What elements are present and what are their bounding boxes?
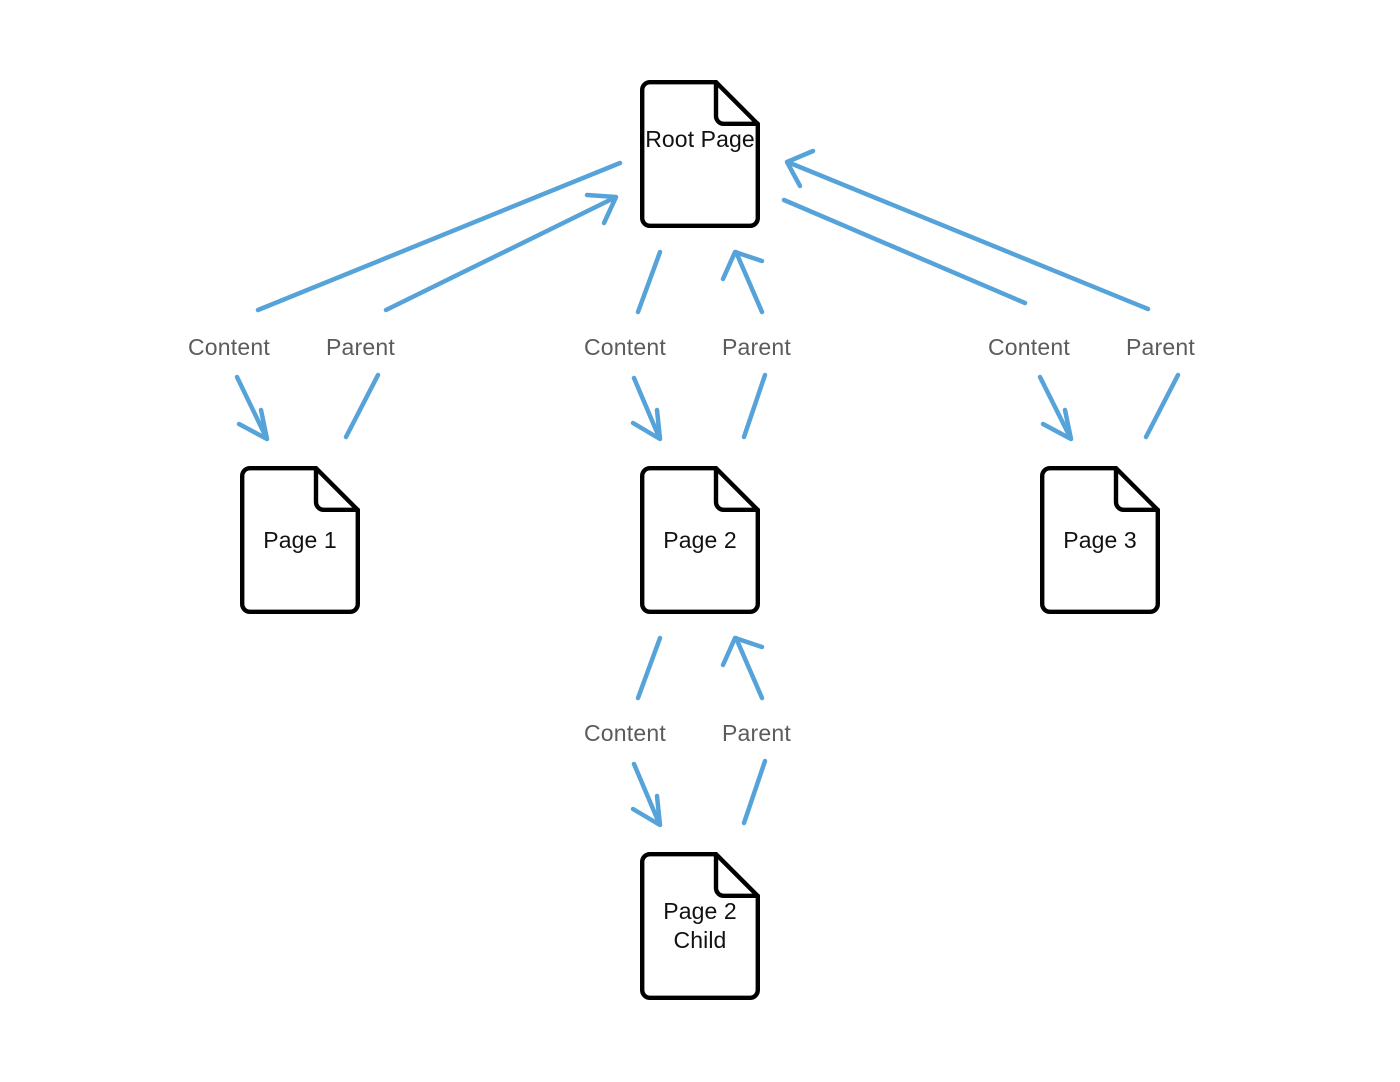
page-document-icon [240, 466, 360, 614]
edge-page2-parent-root [720, 249, 768, 440]
edge-page1-parent-root [343, 192, 619, 440]
edge-page2-content-page2child [630, 635, 663, 828]
edge-page2child-parent-page2 [720, 635, 768, 826]
node-page-1[interactable]: Page 1 [240, 466, 360, 614]
page-document-icon [640, 80, 760, 228]
edge-label-page2child-parent-page2: Parent [722, 720, 791, 746]
node-root-page[interactable]: Root Page [640, 80, 760, 228]
edge-label-root-content-page3: Content [988, 334, 1070, 360]
page-document-icon [640, 852, 760, 1000]
edge-root-content-page3 [781, 197, 1074, 442]
edge-label-page2-parent-root: Parent [722, 334, 791, 360]
edge-page3-parent-root [784, 148, 1181, 440]
edge-label-page3-parent-root: Parent [1126, 334, 1195, 360]
edge-label-root-content-page1: Content [188, 334, 270, 360]
edge-root-content-page2 [630, 249, 663, 442]
page-document-icon [1040, 466, 1160, 614]
node-page-2[interactable]: Page 2 [640, 466, 760, 614]
page-document-icon [640, 466, 760, 614]
edge-root-content-page1 [234, 160, 623, 442]
node-page-3[interactable]: Page 3 [1040, 466, 1160, 614]
edge-label-page1-parent-root: Parent [326, 334, 395, 360]
edge-label-page2-content-page2child: Content [584, 720, 666, 746]
edge-label-root-content-page2: Content [584, 334, 666, 360]
node-page-2-child[interactable]: Page 2 Child [640, 852, 760, 1000]
